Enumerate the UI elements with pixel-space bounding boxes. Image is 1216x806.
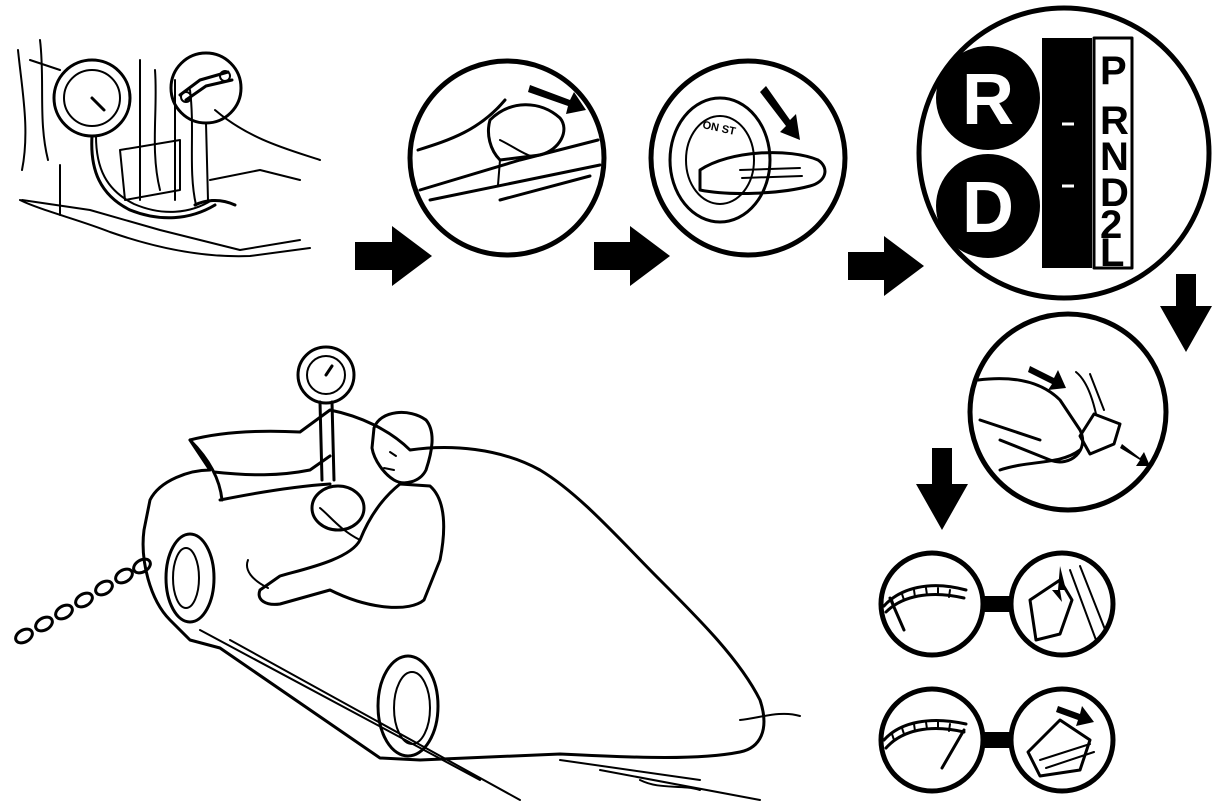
ignition-key-circle: ON ST xyxy=(651,61,845,255)
fitting-closeup-circle xyxy=(171,53,241,123)
gear-letter-l: L xyxy=(1100,231,1124,275)
drive-badge-letter: D xyxy=(962,168,1014,248)
wheel-chock-chain xyxy=(13,556,153,645)
driver-body xyxy=(259,484,444,607)
gauge-installation-illustration xyxy=(18,40,320,256)
gear-selector-circle: R D P R N D 2 L xyxy=(919,8,1209,298)
step-arrow-5 xyxy=(916,448,968,530)
parking-brake-circle xyxy=(410,61,604,255)
brake-pedal-circle xyxy=(970,314,1166,510)
step-arrow-3 xyxy=(848,236,924,296)
step-arrow-4 xyxy=(1160,274,1212,352)
press-arrow xyxy=(1028,366,1066,390)
gear-letter-p: P xyxy=(1100,49,1127,93)
step-arrow-1 xyxy=(355,226,432,286)
shift-gate-bar xyxy=(1042,38,1092,268)
tach-needle-high xyxy=(942,730,964,768)
ignition-position-label: ON ST xyxy=(701,119,737,138)
driver-in-car-illustration xyxy=(13,347,800,800)
pedal-arrow xyxy=(1120,444,1150,466)
reverse-badge-letter: R xyxy=(962,60,1014,140)
step-arrow-2 xyxy=(594,226,670,286)
tachometer-pedal-pair-1 xyxy=(881,553,1113,655)
tachometer-pedal-pair-2 xyxy=(881,689,1113,791)
ignition-key-icon xyxy=(700,153,825,194)
